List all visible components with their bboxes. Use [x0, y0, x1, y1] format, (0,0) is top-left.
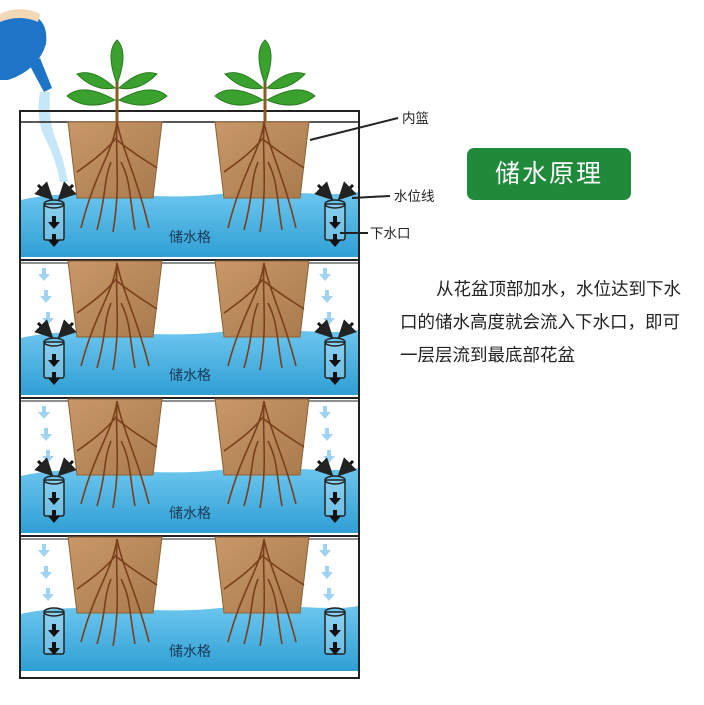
plant-roots — [223, 538, 305, 647]
planter-tier: 储水格 — [20, 397, 359, 533]
drain-arrow-icon — [48, 216, 60, 229]
inner-basket-pot — [214, 536, 310, 614]
planter-tier: 储水格 — [20, 535, 359, 671]
plant-seedling-icon — [66, 39, 168, 122]
falling-water-arrow-icon — [321, 566, 333, 579]
drain-pipe-left — [43, 337, 65, 385]
drain-arrow-icon — [329, 234, 341, 247]
drain-arrow-icon — [48, 354, 60, 367]
drain-pipe-left — [43, 475, 65, 523]
drain-arrow-icon — [48, 624, 60, 637]
drain-arrow-icon — [329, 624, 341, 637]
falling-water-arrow-icon — [321, 428, 333, 441]
label-inner-basket: 内篮 — [402, 111, 429, 127]
drain-pipe-right — [324, 199, 346, 247]
inner-basket-pot — [214, 398, 310, 476]
drain-arrow-icon — [329, 372, 341, 385]
inflow-arrow-icon — [57, 319, 77, 339]
inflow-arrow-icon — [314, 457, 334, 477]
water-reservoir — [21, 192, 358, 257]
plant-roots — [223, 400, 305, 509]
plant-seedling-icon — [214, 39, 316, 122]
plant-roots — [223, 121, 305, 233]
plant-roots — [76, 400, 158, 509]
inflow-arrow-icon — [337, 181, 357, 201]
falling-water-arrow-icon — [40, 290, 52, 303]
title-badge: 储水原理 — [467, 148, 631, 200]
tray-label: 储水格 — [169, 506, 211, 522]
water-stream — [38, 92, 68, 182]
drain-arrow-icon — [48, 234, 60, 247]
label-drain-outlet: 下水口 — [370, 226, 411, 242]
drain-arrow-icon — [329, 510, 341, 523]
watering-can-icon — [0, 9, 52, 92]
description-text: 从花盆顶部加水，水位达到下水口的储水高度就会流入下水口，即可一层层流到最底部花盆 — [400, 274, 690, 373]
falling-water-arrow-icon — [42, 450, 54, 463]
drain-arrow-icon — [329, 216, 341, 229]
drain-pipe-left — [43, 199, 65, 247]
falling-water-arrow-icon — [38, 544, 50, 557]
inflow-arrow-icon — [314, 181, 334, 201]
falling-water-arrow-icon — [38, 406, 50, 419]
inflow-arrow-icon — [337, 457, 357, 477]
tray-label: 储水格 — [169, 644, 211, 660]
plant-roots — [223, 262, 305, 371]
callout-lines — [309, 117, 399, 234]
drain-arrow-icon — [329, 492, 341, 505]
falling-water-arrow-icon — [319, 544, 331, 557]
falling-water-arrow-icon — [319, 406, 331, 419]
falling-water-arrow-icon — [319, 268, 331, 281]
drain-pipe-right — [324, 607, 346, 655]
drain-arrow-icon — [329, 642, 341, 655]
drain-arrow-icon — [48, 642, 60, 655]
inner-basket-pot — [67, 398, 163, 476]
plant-roots — [76, 262, 158, 371]
falling-water-arrow-icon — [40, 428, 52, 441]
inflow-arrow-icon — [34, 181, 54, 201]
inflow-arrow-icon — [34, 457, 54, 477]
inflow-arrow-icon — [57, 181, 77, 201]
tray-label: 储水格 — [169, 230, 211, 246]
inner-basket-pot — [214, 121, 310, 199]
falling-water-arrow-icon — [38, 268, 50, 281]
planter-frame — [19, 110, 360, 679]
tray-label: 储水格 — [169, 368, 211, 384]
inflow-arrow-icon — [314, 319, 334, 339]
inflow-arrow-icon — [337, 319, 357, 339]
falling-water-arrow-icon — [323, 588, 335, 601]
inner-basket-pot — [214, 260, 310, 338]
inner-basket-pot — [67, 121, 163, 199]
inner-basket-pot — [67, 260, 163, 338]
falling-water-arrow-icon — [323, 312, 335, 325]
water-reservoir — [21, 606, 358, 671]
falling-water-arrow-icon — [42, 312, 54, 325]
drain-arrow-icon — [329, 354, 341, 367]
water-reservoir — [21, 468, 358, 533]
drain-pipe-right — [324, 475, 346, 523]
inner-basket-pot — [67, 536, 163, 614]
drain-arrow-icon — [48, 510, 60, 523]
falling-water-arrow-icon — [321, 290, 333, 303]
drain-pipe-right — [324, 337, 346, 385]
drain-pipe-left — [43, 607, 65, 655]
label-water-line: 水位线 — [394, 189, 435, 205]
drain-arrow-icon — [48, 372, 60, 385]
planter-tier: 储水格 — [20, 259, 359, 395]
falling-water-arrow-icon — [42, 588, 54, 601]
plant-roots — [76, 121, 158, 233]
description-body: 从花盆顶部加水，水位达到下水口的储水高度就会流入下水口，即可一层层流到最底部花盆 — [400, 280, 681, 366]
inflow-arrow-icon — [34, 319, 54, 339]
plant-roots — [76, 538, 158, 647]
falling-water-arrow-icon — [323, 450, 335, 463]
planter-tier: 储水格 — [21, 39, 358, 257]
falling-water-arrow-icon — [40, 566, 52, 579]
inflow-arrow-icon — [57, 457, 77, 477]
drain-arrow-icon — [48, 492, 60, 505]
water-reservoir — [21, 330, 358, 395]
